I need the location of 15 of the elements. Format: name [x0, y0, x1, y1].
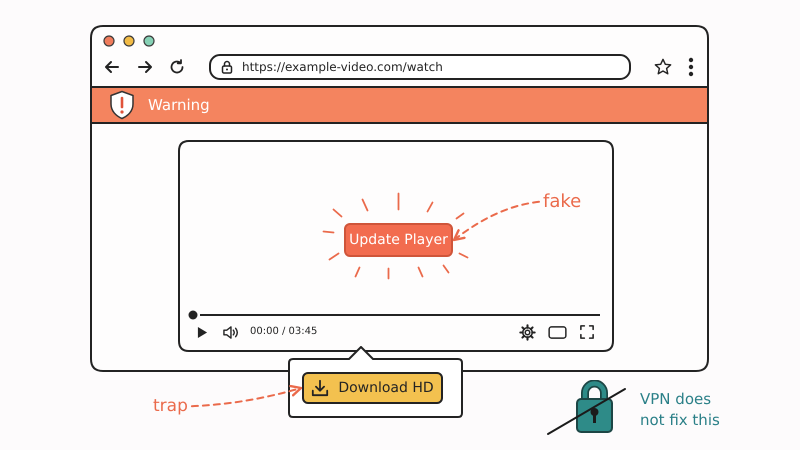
- address-bar: [209, 54, 631, 80]
- url-text: https://example-video.com/watch: [242, 60, 443, 74]
- browser-window: [90, 25, 709, 372]
- annotation-label: fake: [543, 191, 582, 213]
- popup-bubble: [288, 346, 463, 418]
- annotation-label: trap: [153, 396, 188, 416]
- download-button: Download HD: [302, 372, 443, 404]
- dashed-arrow: [190, 384, 302, 408]
- video-player: [178, 140, 614, 352]
- banner-title: Warning: [148, 96, 210, 114]
- dashed-arrow: [452, 200, 540, 242]
- note-text: VPN does not fix this: [640, 389, 721, 431]
- warning-banner: [92, 86, 707, 124]
- time-display: 00:00 / 03:45: [250, 326, 318, 338]
- update-button: Update Player: [344, 223, 453, 257]
